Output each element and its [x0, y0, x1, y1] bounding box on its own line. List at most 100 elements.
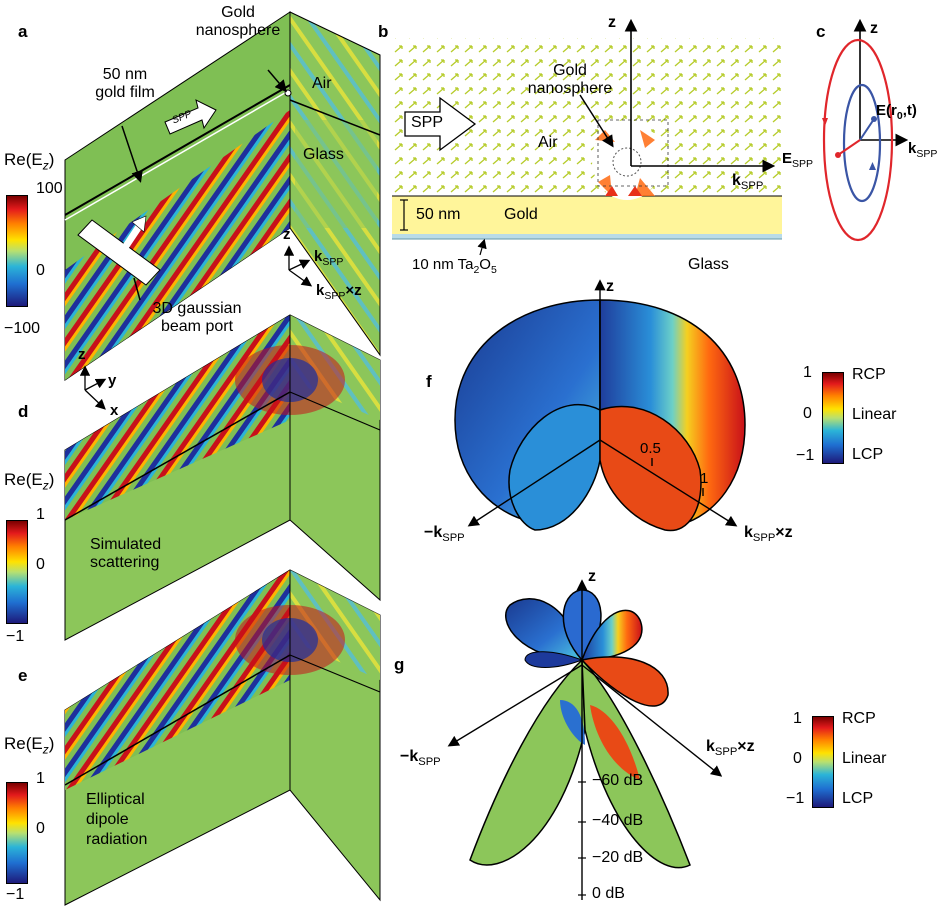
- panel-d-caption: Simulated scattering: [90, 536, 161, 572]
- panel-f-axis-z: z: [606, 278, 614, 295]
- panel-b-ta2o5-sub1: 2: [473, 264, 480, 276]
- panel-b-air-label: Air: [538, 134, 558, 151]
- panel-a-film-line2: gold film: [95, 84, 155, 101]
- panel-a-colorbar-title: Re(Ez): [4, 150, 55, 173]
- panel-c-field-label: E(r0,t): [876, 102, 917, 122]
- panel-b-axis-k-sub: SPP: [740, 180, 764, 193]
- panel-d-axis-z: z: [78, 346, 86, 363]
- panel-a-glass-label: Glass: [303, 146, 344, 163]
- panel-g-cbar-rcp: RCP: [842, 710, 876, 727]
- panel-e-cbar-max: 1: [36, 770, 45, 787]
- panel-d-field-sub: z: [42, 478, 49, 493]
- panel-a-axis-k: kSPP: [314, 248, 343, 268]
- panel-b-nanosphere-line2: nanosphere: [527, 80, 613, 97]
- panel-label-b: b: [378, 22, 389, 41]
- panel-a-beam-line1: 3D gaussian: [152, 300, 242, 317]
- panel-a-cbar-max: 100: [36, 180, 63, 197]
- panel-a-air-label: Air: [312, 75, 332, 92]
- panel-e-caption: Elliptical dipole radiation: [86, 790, 147, 850]
- panel-d-field-slab: [64, 314, 381, 641]
- panel-g-db-tick-40: −40 dB: [592, 812, 644, 829]
- panel-g-colorbar: [812, 716, 834, 808]
- panel-b-glass-label: Glass: [688, 256, 729, 273]
- panel-e-field-sub: z: [42, 742, 49, 757]
- panel-c-axis-z: z: [870, 20, 878, 37]
- panel-a-axis-kxz-main: k: [316, 282, 325, 299]
- panel-a-beam-port-label: 3D gaussian beam port: [132, 300, 262, 336]
- panel-label-d: d: [18, 402, 29, 421]
- panel-b-gold-label: Gold: [504, 206, 538, 223]
- panel-e-cbar-min: −1: [6, 886, 25, 903]
- panel-b-axis-z: z: [608, 14, 616, 31]
- panel-a-cbar-min: −100: [4, 320, 41, 337]
- panel-a-film-label: 50 nm gold film: [80, 66, 170, 102]
- panel-c-field-tail: ,t): [902, 102, 917, 119]
- panel-e-field-label: Re(E: [4, 734, 43, 753]
- panel-g-axis-neg-k: −kSPP: [400, 748, 441, 768]
- panel-a-axis-kxz-sub: SPP: [324, 290, 346, 302]
- panel-d-cbar-min: −1: [6, 628, 25, 645]
- panel-c-espp-sub: SPP: [792, 158, 814, 170]
- panel-b-axis-k: kSPP: [732, 172, 763, 192]
- panel-f-cbar-rcp: RCP: [852, 366, 886, 383]
- panel-c-kspp-main: k: [908, 140, 917, 157]
- panel-g-cbar-mid: 0: [793, 750, 802, 767]
- panel-g-db-tick-0: 0 dB: [592, 885, 625, 902]
- panel-a-axis-kxz: kSPP×z: [316, 282, 362, 302]
- panel-g-cbar-max: 1: [793, 710, 802, 727]
- panel-b-nanosphere-label: Gold nanosphere: [520, 62, 620, 98]
- panel-f-cbar-max: 1: [803, 364, 812, 381]
- panel-f-kxz-sub: SPP: [752, 532, 776, 545]
- panel-b-field-map: [392, 38, 782, 240]
- panel-e-field-slab: [64, 569, 381, 906]
- panel-f-axis-kxz: kSPP×z: [744, 524, 793, 544]
- panel-a-colorbar: [6, 195, 28, 307]
- panel-c-espp-label: ESPP: [782, 150, 813, 170]
- panel-label-e: e: [18, 666, 28, 685]
- panel-a-nanosphere-label: Gold nanosphere: [188, 4, 288, 40]
- panel-c-espp-main: E: [782, 150, 793, 167]
- panel-d-field-label: Re(E: [4, 470, 43, 489]
- panel-d-colorbar-title: Re(Ez): [4, 470, 55, 493]
- panel-c-kspp-sub: SPP: [916, 148, 938, 160]
- panel-f-cbar-lcp: LCP: [852, 446, 884, 463]
- panel-label-a: a: [18, 22, 28, 41]
- panel-b-axes: [400, 18, 776, 256]
- panel-label-f: f: [426, 372, 432, 391]
- panel-f-kxz-main: k: [744, 524, 753, 541]
- panel-f-tick-half: 0.5: [640, 440, 661, 457]
- panel-g-kxz-main: k: [706, 738, 715, 755]
- panel-g-radiation-pattern: [447, 579, 723, 900]
- panel-b-spp-arrow-label: SPP: [411, 114, 444, 131]
- panel-d-cbar-mid: 0: [36, 556, 45, 573]
- panel-c-field-main: E(r: [876, 102, 897, 119]
- panel-f-cbar-min: −1: [796, 447, 815, 464]
- panel-b-thickness-label: 50 nm: [416, 206, 461, 223]
- panel-c-field-sub: 0: [896, 110, 903, 122]
- panel-d-colorbar: [6, 520, 28, 624]
- panel-a-field-sub: z: [42, 158, 49, 173]
- panel-d-caption-line2: scattering: [90, 554, 160, 571]
- panel-b-ta2o5-label: 10 nm Ta2O5: [412, 256, 497, 276]
- panel-f-neg-k-sub: SPP: [442, 532, 465, 545]
- panel-a-axis-k-sub: SPP: [322, 256, 344, 268]
- panel-a-film-line1: 50 nm: [102, 66, 148, 83]
- panel-g-axis-kxz: kSPP×z: [706, 738, 755, 758]
- panel-e-cbar-mid: 0: [36, 820, 45, 837]
- panel-g-kxz-tail: ×z: [737, 738, 755, 755]
- panel-g-kxz-sub: SPP: [714, 746, 738, 759]
- panel-c-kspp-label: kSPP: [908, 140, 937, 160]
- panel-label-g: g: [394, 655, 405, 674]
- panel-b-ta2o5-mid: O: [479, 256, 491, 273]
- panel-b-ta2o5-sub2: 5: [490, 264, 497, 276]
- panel-g-neg-k-main: −k: [400, 748, 419, 765]
- panel-d-axis-x: x: [110, 402, 119, 419]
- panel-g-axis-z: z: [588, 568, 596, 585]
- panel-b-ta2o5-text: 10 nm Ta: [412, 256, 474, 273]
- panel-g-db-tick-20: −20 dB: [592, 849, 644, 866]
- panel-g-cbar-linear: Linear: [842, 750, 887, 767]
- panel-e-colorbar: [6, 782, 28, 884]
- panel-b-axis-k-main: k: [732, 172, 741, 189]
- panel-f-colorbar: [822, 372, 844, 464]
